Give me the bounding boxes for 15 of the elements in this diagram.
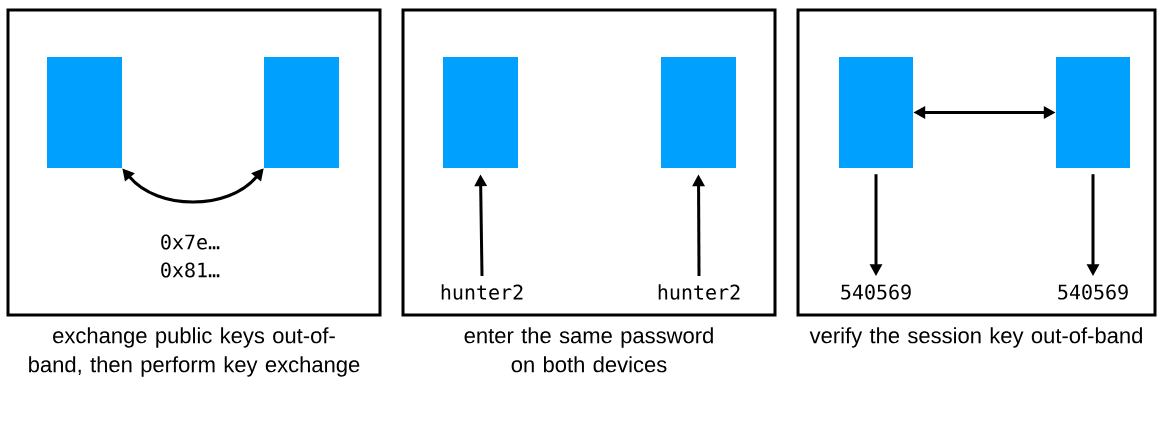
device-box [661, 57, 736, 168]
device-box [264, 57, 339, 168]
code-text: 540569 [841, 284, 911, 300]
panel-label: enter the same password on both devices [464, 327, 713, 373]
code-text: hunter2 [658, 284, 740, 300]
code-text: hunter2 [441, 284, 523, 300]
device-box [1056, 57, 1130, 168]
code-text: 540569 [1058, 284, 1128, 300]
device-box [443, 57, 518, 168]
key-text: 0x7e… [161, 234, 220, 250]
panel-label: exchange public keys out-of-band, then perform key exchange [29, 327, 360, 377]
device-box [47, 57, 122, 168]
device-box [839, 57, 913, 168]
key-text: 0x81… [161, 262, 220, 278]
panel-label: verify the session key out-of-band [809, 327, 1142, 348]
